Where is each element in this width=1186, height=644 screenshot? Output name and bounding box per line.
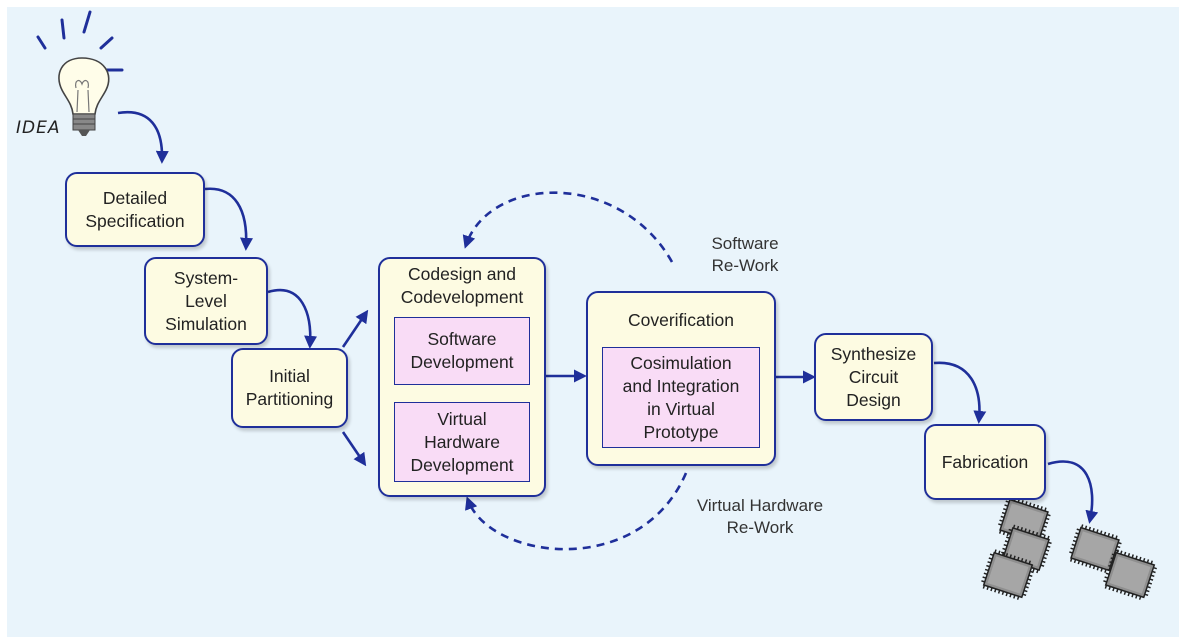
step-label: Detailed Specification — [85, 187, 185, 231]
chip-icon — [981, 549, 1035, 601]
arrow-software-rework — [462, 191, 674, 263]
arrow-synthesize-to-fabrication — [933, 361, 987, 424]
step-coverification: Coverification Cosimulation and Integrat… — [586, 291, 776, 466]
step-label: Fabrication — [941, 451, 1029, 472]
hardware-rework-label: Virtual Hardware Re-Work — [696, 496, 824, 537]
chip-icon — [1103, 549, 1157, 601]
step-label: Synthesize Circuit Design — [830, 343, 917, 410]
arrow-partition-to-software — [341, 309, 369, 348]
virtual-hardware-development-box: Virtual Hardware Development — [394, 402, 530, 482]
lightbulb-bulb — [58, 57, 110, 136]
coverification-title: Coverification — [627, 310, 735, 330]
step-synthesize-circuit-design: Synthesize Circuit Design — [814, 333, 933, 421]
arrow-hardware-rework — [465, 472, 688, 551]
codesign-title: Codesign and Codevelopment — [400, 264, 524, 307]
lightbulb-icon — [36, 10, 124, 72]
step-detailed-specification: Detailed Specification — [65, 172, 205, 247]
step-label: Initial Partitioning — [245, 366, 334, 409]
step-label: System- Level Simulation — [165, 267, 247, 334]
software-development-box: Software Development — [394, 317, 530, 385]
cosimulation-box: Cosimulation and Integration in Virtual … — [602, 347, 760, 448]
step-fabrication: Fabrication — [924, 424, 1046, 500]
chip-icons — [981, 496, 1157, 601]
arrow-fabrication-to-chips — [1047, 460, 1099, 524]
arrow-partition-to-hardware — [341, 431, 367, 467]
step-initial-partitioning: Initial Partitioning — [231, 348, 348, 428]
step-codesign-and-codevelopment: Codesign and Codevelopment Software Deve… — [378, 257, 546, 497]
software-rework-label: Software Re-Work — [711, 234, 779, 275]
arrow-idea-to-spec — [117, 110, 169, 164]
arrow-sim-to-partition — [267, 288, 318, 349]
arrow-spec-to-sim — [204, 187, 253, 251]
idea-label: IDEA — [16, 118, 61, 138]
step-system-level-simulation: System- Level Simulation — [144, 257, 268, 345]
